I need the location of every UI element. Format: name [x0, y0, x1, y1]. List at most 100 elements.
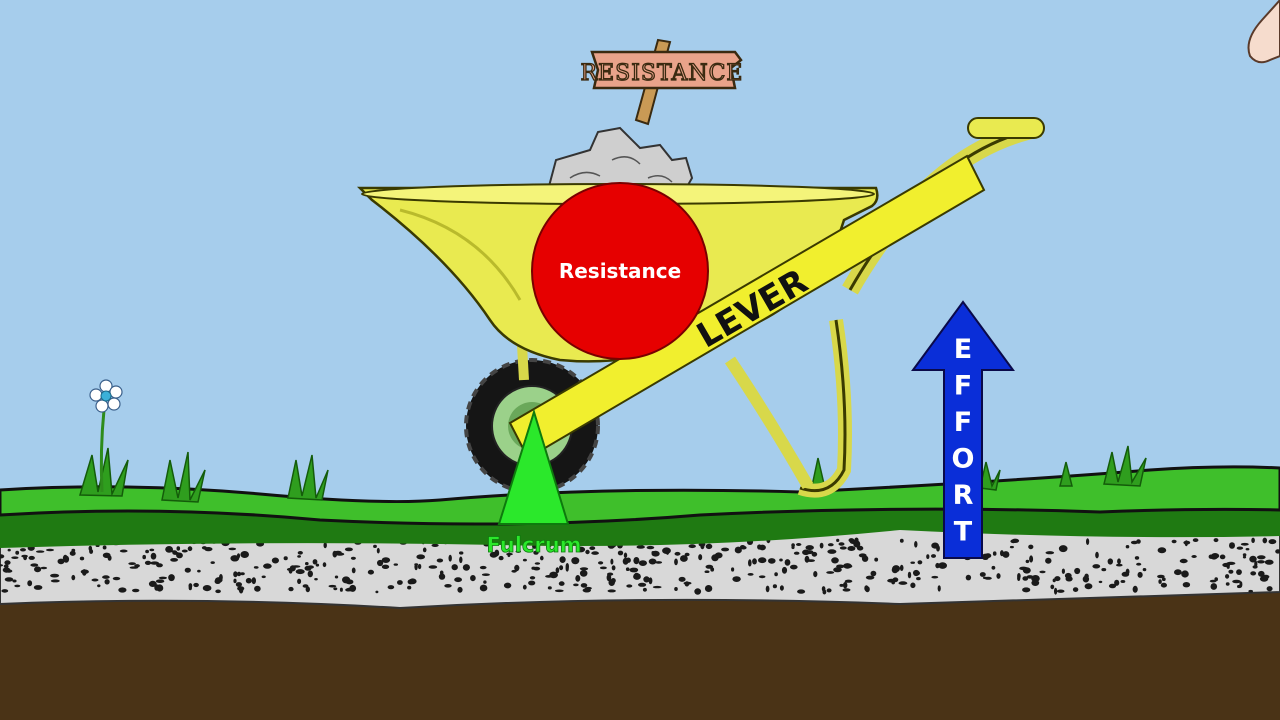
pebble [375, 590, 379, 594]
pebble [40, 566, 48, 570]
pebble [996, 573, 1001, 579]
handle-grip [967, 117, 1045, 139]
pebble [470, 575, 476, 582]
flower-icon [89, 379, 123, 493]
pebble [91, 578, 99, 582]
pebble [233, 571, 238, 578]
pebble [779, 585, 784, 591]
pebble [119, 549, 128, 553]
pebble [757, 544, 762, 550]
pebble [781, 566, 788, 574]
pebble [533, 550, 539, 555]
pebble [982, 576, 988, 580]
pebble [158, 576, 167, 580]
resistance-circle [531, 182, 709, 360]
pebble [598, 561, 604, 565]
pebble [1240, 542, 1249, 546]
pebble [283, 556, 288, 561]
pebble [204, 547, 213, 552]
pebble [579, 567, 589, 571]
pebble [414, 563, 418, 571]
pebble [187, 546, 193, 552]
effort-letter: R [953, 480, 974, 511]
pebble [172, 551, 180, 555]
pebble [483, 580, 487, 584]
pebble [263, 563, 272, 569]
pebble [937, 585, 941, 592]
pebble [559, 565, 564, 571]
pebble [479, 565, 487, 570]
pebble [680, 555, 688, 562]
pebble [245, 577, 252, 584]
pebble [1236, 569, 1242, 575]
pebble [462, 564, 470, 571]
pebble [704, 570, 710, 573]
pebble [874, 557, 879, 562]
pebble [772, 584, 778, 589]
pebble [784, 559, 791, 566]
pebble [688, 544, 696, 549]
pebble [1213, 538, 1219, 543]
pebble [1236, 546, 1244, 550]
pebble [1262, 537, 1268, 544]
pebble [607, 572, 614, 576]
pebble [237, 586, 245, 591]
pebble [1029, 555, 1034, 563]
pebble [892, 565, 900, 573]
pebble [170, 558, 179, 562]
pebble [1142, 568, 1147, 572]
pebble [1191, 555, 1197, 558]
pebble [1136, 562, 1142, 566]
pebble [454, 577, 462, 583]
pebble [288, 586, 294, 592]
pebble [694, 588, 702, 595]
pebble [576, 546, 586, 553]
pebble [1061, 568, 1065, 574]
pebble [913, 569, 920, 577]
pebble [1092, 564, 1101, 569]
pebble [698, 554, 703, 561]
pebble [288, 568, 293, 574]
sign-text: RESISTANCE [581, 61, 744, 86]
pebble [307, 570, 313, 578]
pebble [721, 547, 730, 552]
pebble [12, 579, 17, 583]
pebble [732, 576, 741, 582]
pebble [457, 586, 463, 593]
pebble [584, 586, 592, 590]
pebble [188, 585, 192, 591]
pebble [144, 560, 152, 566]
pebble [0, 564, 4, 567]
pebble [1251, 537, 1255, 543]
pebble [662, 547, 671, 554]
pebble [57, 558, 65, 565]
pebble [870, 570, 877, 577]
pebble [23, 555, 27, 561]
pebble [297, 578, 302, 584]
pebble [393, 563, 398, 566]
pebble [528, 580, 536, 586]
pebble [1174, 569, 1182, 576]
pebble [1025, 559, 1030, 564]
pebble [849, 539, 858, 545]
pebble [636, 545, 645, 549]
pebble [1086, 538, 1090, 545]
pebble [254, 585, 261, 592]
fulcrum-label: Fulcrum [486, 533, 581, 557]
pebble [154, 584, 160, 591]
pebble [184, 567, 191, 573]
pebble [11, 556, 19, 559]
pebble [534, 562, 541, 565]
pebble [827, 549, 837, 554]
pebble [451, 564, 458, 571]
pebble [645, 577, 651, 582]
pebble [335, 552, 345, 556]
pebble [253, 566, 259, 569]
pebble [1161, 577, 1166, 581]
effort-letter: E [954, 334, 972, 365]
pebble [1017, 575, 1021, 581]
pebble [323, 542, 327, 549]
pebble [1058, 545, 1068, 553]
